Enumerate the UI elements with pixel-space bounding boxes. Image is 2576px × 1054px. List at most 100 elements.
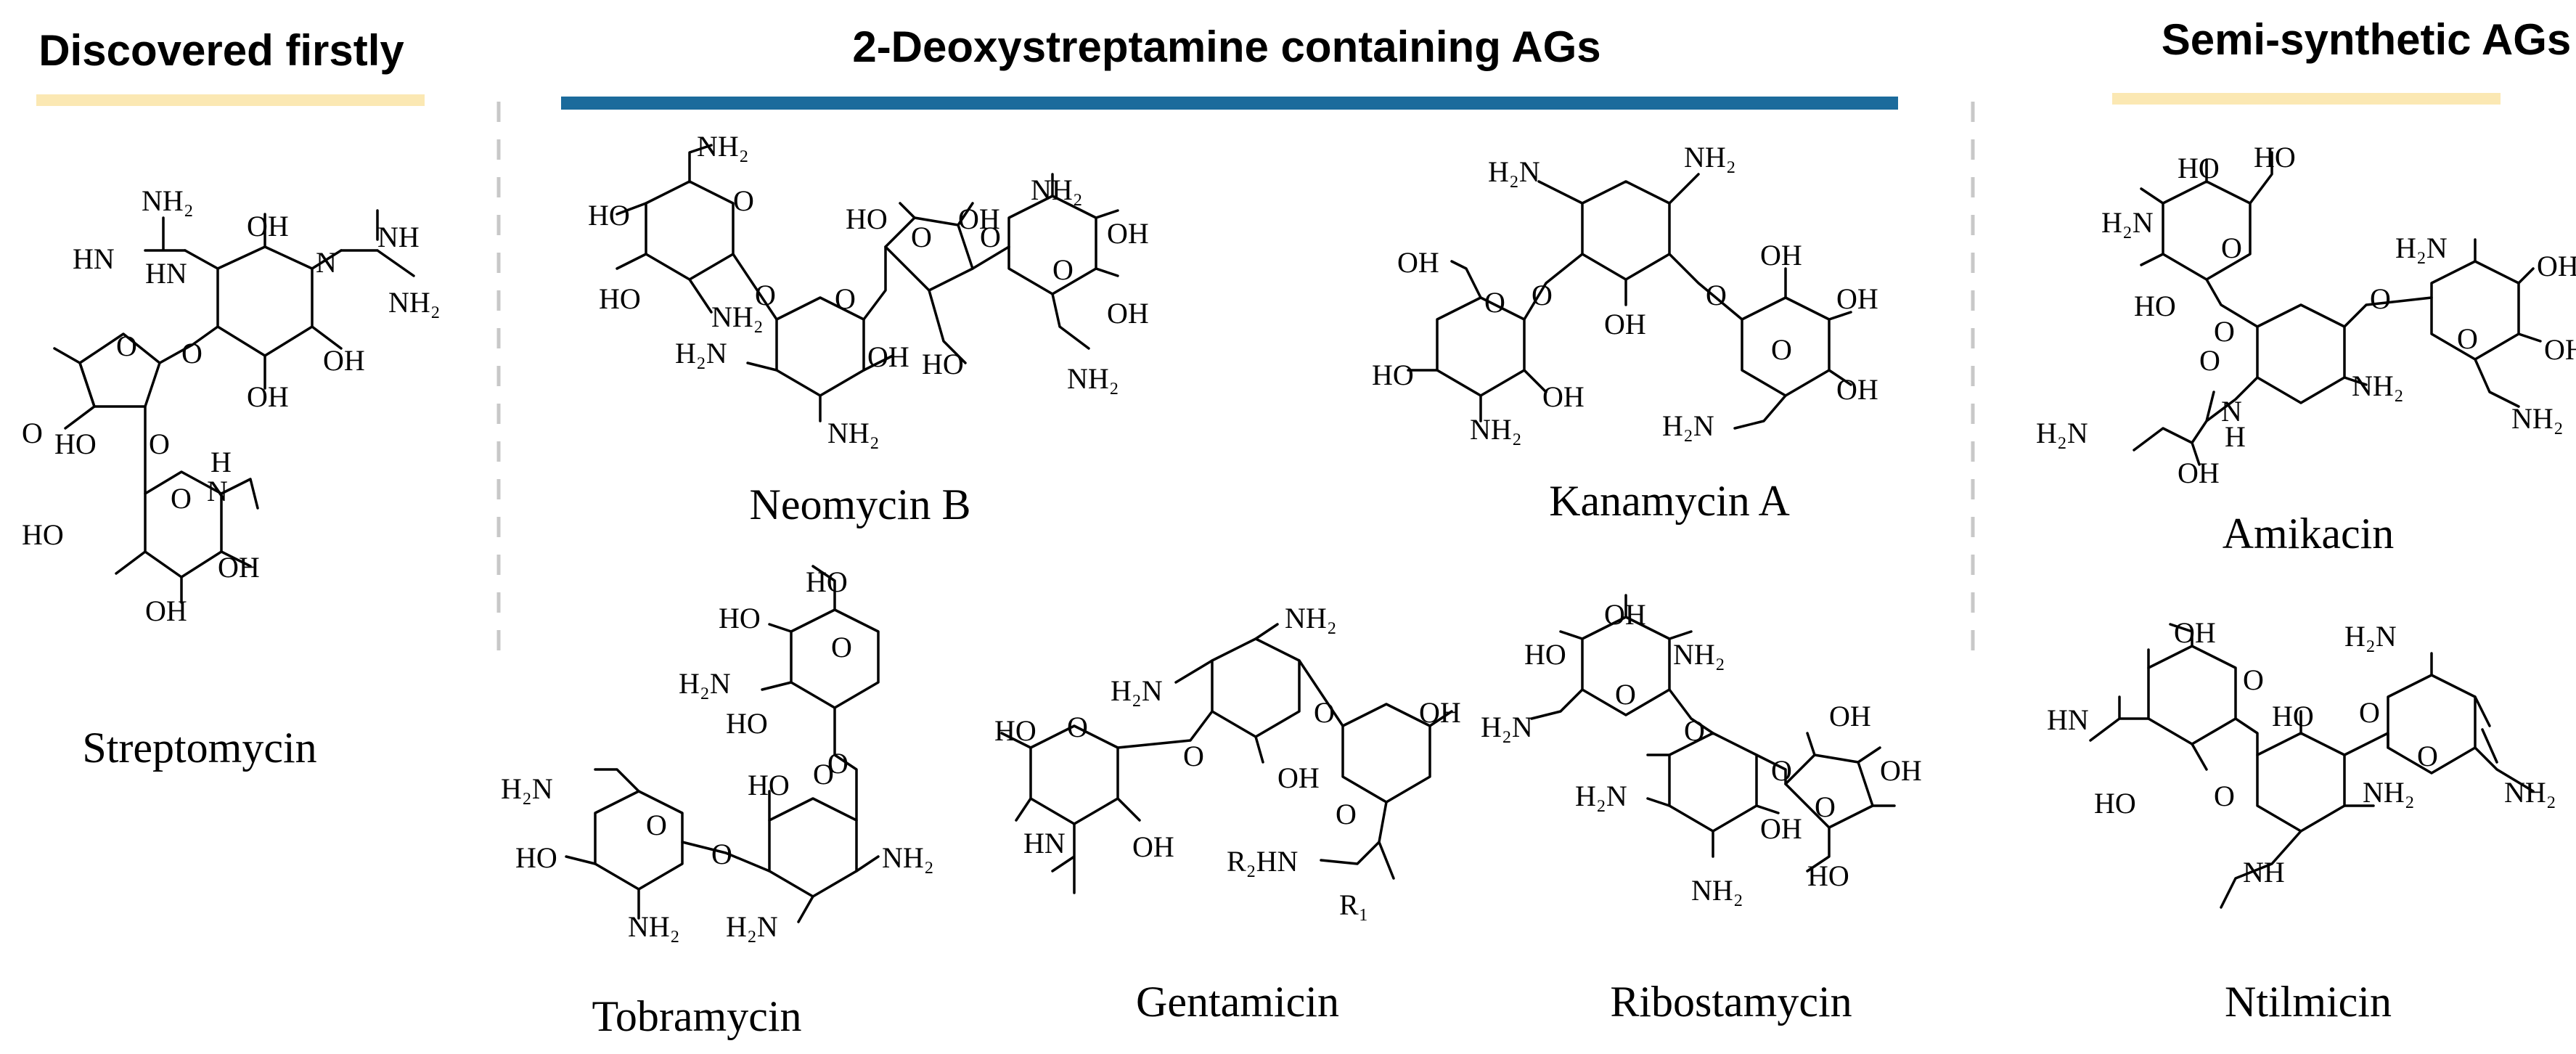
atom-oh: OH — [2544, 333, 2576, 366]
atom-oh: OH — [1397, 246, 1439, 279]
atom-o: O — [1684, 714, 1705, 747]
atom-oh: OH — [1107, 297, 1149, 330]
atom-ho: HO — [1372, 359, 1414, 391]
atom-ho: HO — [994, 714, 1036, 747]
atom-o: O — [1336, 798, 1357, 830]
atom-nh: NH — [2243, 856, 2285, 888]
atom-o: O — [181, 337, 203, 369]
atom-oh: OH — [218, 551, 260, 584]
atom-o: O — [2214, 780, 2235, 812]
atom-oh: OH — [323, 344, 365, 377]
atom-oh: OH — [1880, 754, 1922, 787]
ring-purpurosamine — [1341, 703, 1431, 804]
atom-ho: HO — [719, 602, 761, 634]
molecule-name-tobramycin: Tobramycin — [592, 992, 801, 1040]
ribostamycin-bonds — [1530, 594, 1896, 873]
atom-o: O — [911, 221, 932, 253]
atom-o: O — [22, 417, 43, 449]
molecule-name-kanamycin-a: Kanamycin A — [1549, 477, 1790, 525]
atom-o: O — [733, 184, 754, 217]
molecule-name-neomycin-b: Neomycin B — [750, 481, 971, 528]
atom-oh: OH — [247, 380, 289, 413]
atom-nh2: NH₂ — [388, 286, 441, 319]
atom-ho: HO — [22, 518, 64, 551]
atom-oh: OH — [1760, 812, 1802, 845]
atom-h2n: H₂N — [1481, 711, 1533, 743]
atom-o: O — [149, 428, 170, 460]
molecule-name-gentamicin: Gentamicin — [1136, 978, 1339, 1026]
atom-o: O — [1615, 678, 1636, 711]
ring-deoxystreptamine — [2256, 303, 2346, 404]
atom-ho: HO — [2134, 290, 2176, 322]
atom-o: O — [835, 282, 856, 315]
atom-hn: HN — [1023, 827, 1066, 859]
atom-o: O — [1067, 711, 1088, 743]
molecule-name-amikacin: Amikacin — [2223, 510, 2395, 557]
atom-h2n: H₂N — [2101, 206, 2154, 239]
molecule-gentamicin: NH₂ H₂N O OH HO O O OH O HN OH R₂HN R₁ G… — [994, 602, 1461, 1026]
atom-ho: HO — [806, 565, 848, 598]
atom-nh2: NH₂ — [2511, 402, 2564, 435]
atom-nh2: NH₂ — [697, 130, 749, 163]
atom-h2n: H₂N — [675, 337, 727, 369]
ring-a — [645, 180, 735, 281]
atom-h2n: H₂N — [726, 910, 778, 943]
atom-n: N — [2221, 395, 2242, 428]
atom-ho: HO — [748, 769, 790, 801]
atom-o: O — [2359, 696, 2380, 729]
atom-o: O — [1771, 754, 1792, 787]
atom-ho: HO — [2254, 141, 2296, 173]
atom-nh2: NH₂ — [1031, 173, 1083, 206]
atom-oh: OH — [2537, 250, 2576, 282]
atom-oh: OH — [2174, 616, 2216, 649]
tobramycin-bonds — [565, 565, 880, 923]
atom-ho: HO — [2272, 700, 2314, 732]
molecule-name-ntilmicin: Ntilmicin — [2225, 978, 2392, 1026]
atom-oh: OH — [2178, 457, 2220, 489]
atom-h: H — [210, 446, 232, 478]
ring-6-glucose — [2162, 180, 2252, 281]
section-underline-deoxystreptamine — [561, 97, 1898, 110]
atom-nh2: NH₂ — [827, 417, 880, 449]
atom-h2n: H₂N — [1111, 674, 1163, 707]
ring-deoxystreptamine — [1668, 732, 1758, 833]
atom-nh2: NH₂ — [711, 301, 764, 333]
atom-hn: HN — [2047, 703, 2089, 736]
atom-o: O — [2457, 322, 2478, 355]
atom-ho: HO — [922, 348, 964, 380]
atom-oh: OH — [1542, 380, 1585, 413]
atom-o: O — [2199, 344, 2220, 377]
atom-ho: HO — [1524, 638, 1566, 671]
atom-h2n: H₂N — [501, 772, 553, 805]
atom-h2n: H₂N — [1488, 155, 1540, 188]
molecule-tobramycin: HO HO O H₂N HO O HO O O NH₂ H₂N O HO NH₂… — [501, 565, 934, 1040]
atom-o: O — [1771, 333, 1792, 366]
atom-nh2: NH₂ — [1673, 638, 1725, 671]
atom-nh2: NH₂ — [2363, 776, 2415, 809]
atom-o: O — [2243, 663, 2264, 696]
molecule-name-streptomycin: Streptomycin — [82, 724, 316, 772]
guanidine-bonds — [144, 209, 415, 277]
atom-ho: HO — [588, 199, 630, 232]
atom-o: O — [711, 838, 732, 870]
atom-oh: OH — [1604, 308, 1646, 340]
ring-ribose — [884, 216, 974, 292]
atom-oh: OH — [145, 595, 187, 627]
ring-4-sugar — [594, 790, 684, 891]
atom-o: O — [2370, 282, 2391, 315]
atom-o: O — [1815, 790, 1836, 823]
atom-nh2: NH₂ — [1684, 141, 1736, 173]
atom-ho: HO — [726, 707, 768, 740]
section-title-semisynthetic: Semi-synthetic AGs — [2162, 15, 2572, 64]
atom-oh: OH — [1132, 830, 1174, 863]
atom-ho: HO — [846, 203, 888, 235]
atom-oh: OH — [958, 203, 1000, 235]
atom-oh: OH — [1829, 700, 1871, 732]
molecule-ribostamycin: OH HO NH₂ O H₂N O O OH OH O H₂N OH HO NH… — [1481, 594, 1922, 1026]
atom-oh: OH — [1419, 696, 1461, 729]
ring-deoxystreptamine — [1581, 180, 1671, 281]
atom-r2hn: R₂HN — [1227, 845, 1298, 878]
atom-oh: OH — [1836, 282, 1878, 315]
atom-oh: OH — [1277, 761, 1320, 794]
